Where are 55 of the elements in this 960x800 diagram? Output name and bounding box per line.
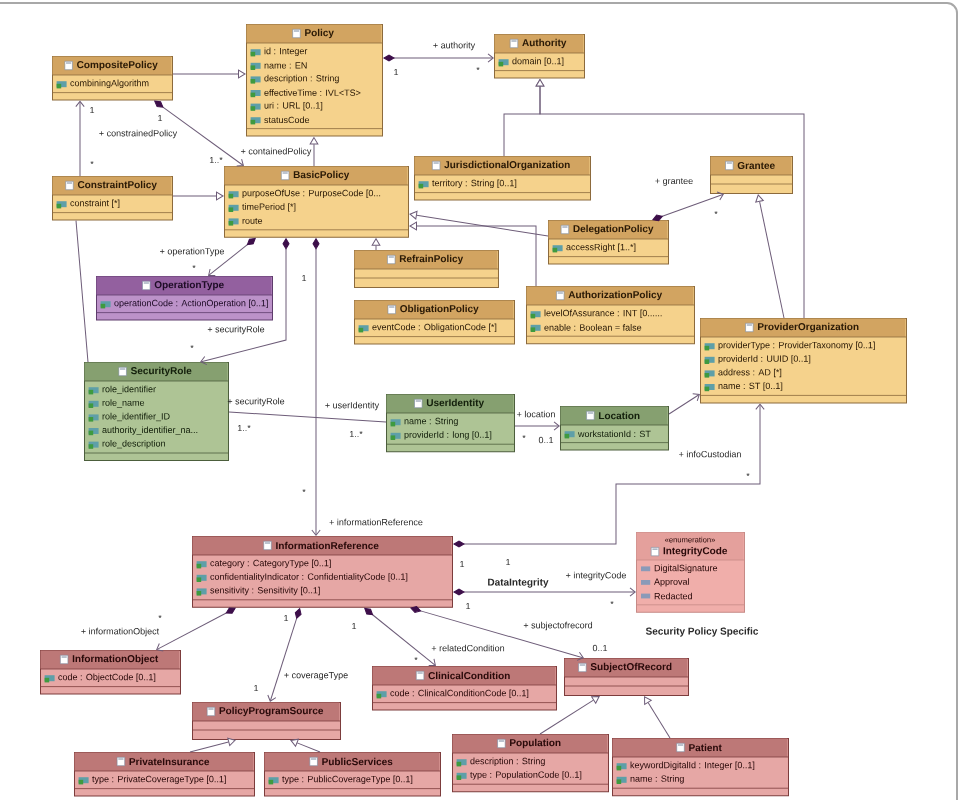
class-box <box>223 166 409 238</box>
inheritance-arrow <box>755 194 785 319</box>
class-box <box>191 702 341 740</box>
class-box <box>709 156 793 194</box>
composition-arrow <box>453 403 765 548</box>
composition-arrow <box>652 191 724 222</box>
inheritance-arrow <box>172 69 246 79</box>
inheritance-arrow <box>539 696 600 735</box>
class-box <box>525 286 695 345</box>
class-box <box>385 394 515 453</box>
class-box <box>371 666 557 711</box>
composition-arrow <box>410 606 584 661</box>
class-box <box>493 34 585 79</box>
inheritance-arrow <box>172 191 224 201</box>
inheritance-arrow <box>309 137 319 167</box>
composition-arrow <box>383 53 494 63</box>
class-box <box>611 738 789 797</box>
class-box <box>245 24 383 137</box>
class-box <box>51 56 173 101</box>
association-line <box>75 220 89 363</box>
class-box <box>39 650 181 695</box>
class-box <box>191 536 453 608</box>
class-box <box>73 752 255 797</box>
composition-arrow <box>154 100 244 167</box>
class-box <box>699 318 907 404</box>
inheritance-arrow <box>535 79 805 319</box>
class-box <box>95 276 273 321</box>
inheritance-arrow <box>290 738 321 753</box>
class-box <box>353 300 515 345</box>
composition-arrow <box>364 607 436 666</box>
class-box <box>83 362 229 461</box>
enumeration-box <box>635 532 745 613</box>
class-box <box>413 156 591 201</box>
class-box <box>563 658 689 696</box>
inheritance-arrow <box>371 238 381 251</box>
association-arrow <box>514 421 560 431</box>
composition-arrow <box>267 608 302 702</box>
composition-arrow <box>453 587 636 597</box>
class-box <box>51 176 173 221</box>
class-box <box>263 752 441 797</box>
association-arrow <box>75 100 85 177</box>
inheritance-arrow <box>189 737 236 753</box>
class-box <box>353 250 499 288</box>
class-box <box>559 406 669 451</box>
inheritance-arrow <box>409 210 549 237</box>
composition-arrow <box>156 607 236 652</box>
composition-arrow <box>200 238 290 366</box>
association-line <box>228 411 387 423</box>
inheritance-arrow <box>644 696 671 739</box>
composition-arrow <box>311 238 321 536</box>
association-arrow <box>668 393 700 415</box>
inheritance-arrow <box>409 221 537 287</box>
class-box <box>451 734 609 793</box>
composition-arrow <box>208 237 256 277</box>
class-box <box>547 220 669 265</box>
